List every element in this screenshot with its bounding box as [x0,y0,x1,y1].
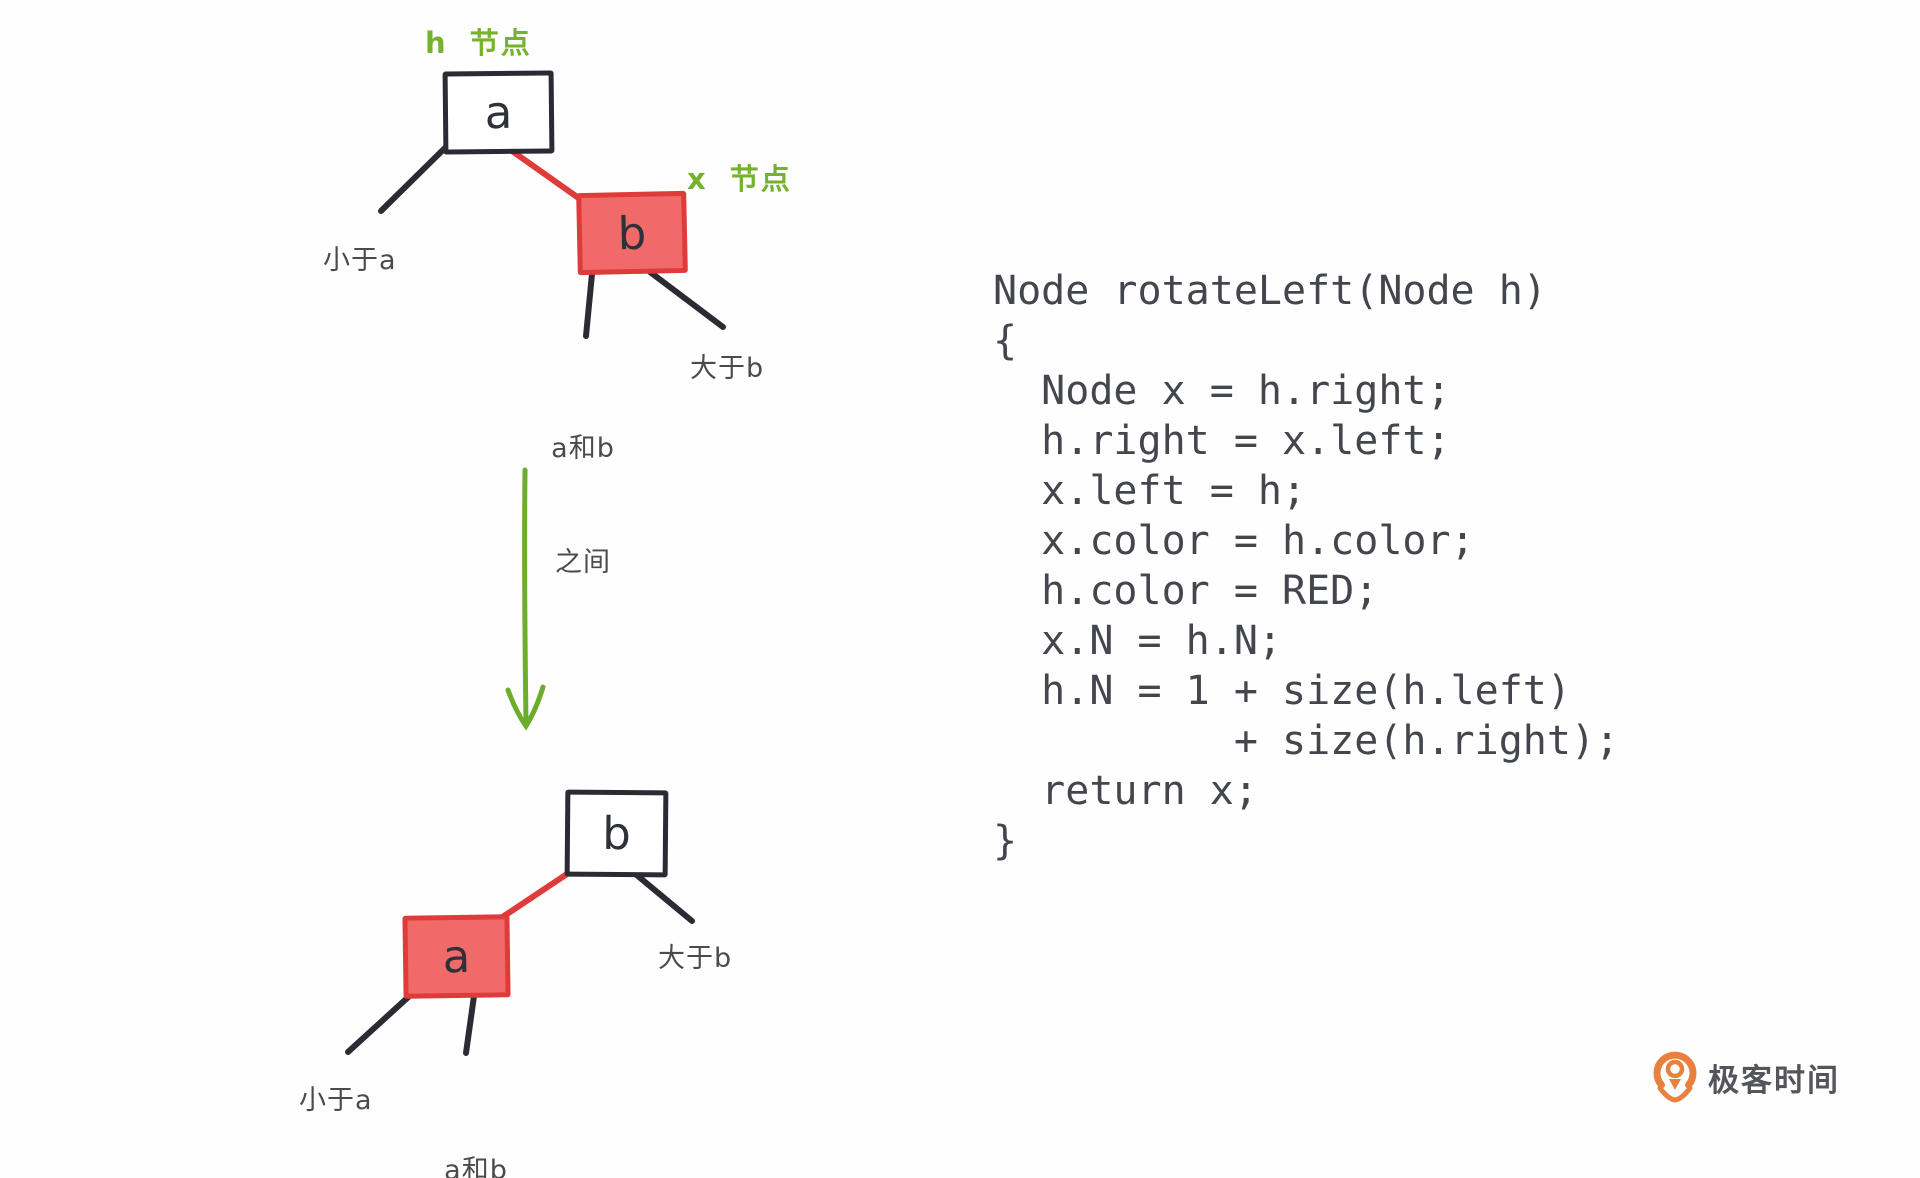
rotate-left-code-block: Node rotateLeft(Node h) { Node x = h.rig… [993,266,1619,866]
before-leaf-greater-than-b: 大于b [690,353,765,384]
before-node-a-letter: a [484,85,513,140]
after-edge-a-middle [463,993,477,1056]
geektime-logo: 极客时间 [1653,1050,1840,1104]
code-line: x.left = h; [993,468,1307,514]
rotation-arrow-shaft [522,467,529,725]
after-leaf-between-line1: a和b [444,1155,508,1178]
code-line: h.N = 1 + size(h.left) [993,668,1571,714]
code-line: x.N = h.N; [993,618,1282,664]
before-edge-a-left [378,141,452,214]
code-line: Node rotateLeft(Node h) [993,268,1547,314]
rotation-arrow-head [505,684,546,731]
geektime-logo-icon [1653,1051,1697,1103]
after-leaf-less-than-a: 小于a [299,1085,373,1116]
before-leaf-between-line1: a和b [551,433,615,464]
after-node-a-letter: a [442,929,471,984]
before-x-node-label: x 节点 [687,162,792,196]
code-line: x.color = h.color; [993,518,1475,564]
after-node-b-letter: b [601,806,632,861]
code-line: Node x = h.right; [993,368,1451,414]
before-h-node-label: h 节点 [425,26,532,60]
code-line: } [993,818,1018,864]
code-line: { [993,318,1018,364]
after-leaf-between: a和b 之间 [440,1076,512,1178]
before-node-b: b [576,190,688,276]
before-edge-b-right [647,269,726,330]
before-leaf-less-than-a: 小于a [323,245,397,276]
after-leaf-greater-than-b: 大于b [658,943,733,974]
after-node-b: b [564,789,669,878]
geektime-logo-text: 极客时间 [1708,1062,1840,1099]
after-node-a: a [402,914,511,999]
before-node-b-letter: b [617,206,647,260]
code-line: h.color = RED; [993,568,1379,614]
before-edge-a-to-b-red [502,143,583,202]
before-node-a: a [442,70,555,155]
code-line: return x; [993,768,1258,814]
before-leaf-between-line2: 之间 [555,547,611,578]
after-edge-a-left [345,987,419,1055]
code-line: h.right = x.left; [993,418,1451,464]
code-line: + size(h.right); [993,718,1620,764]
before-leaf-between: a和b 之间 [546,354,620,658]
before-edge-b-middle [583,271,595,339]
